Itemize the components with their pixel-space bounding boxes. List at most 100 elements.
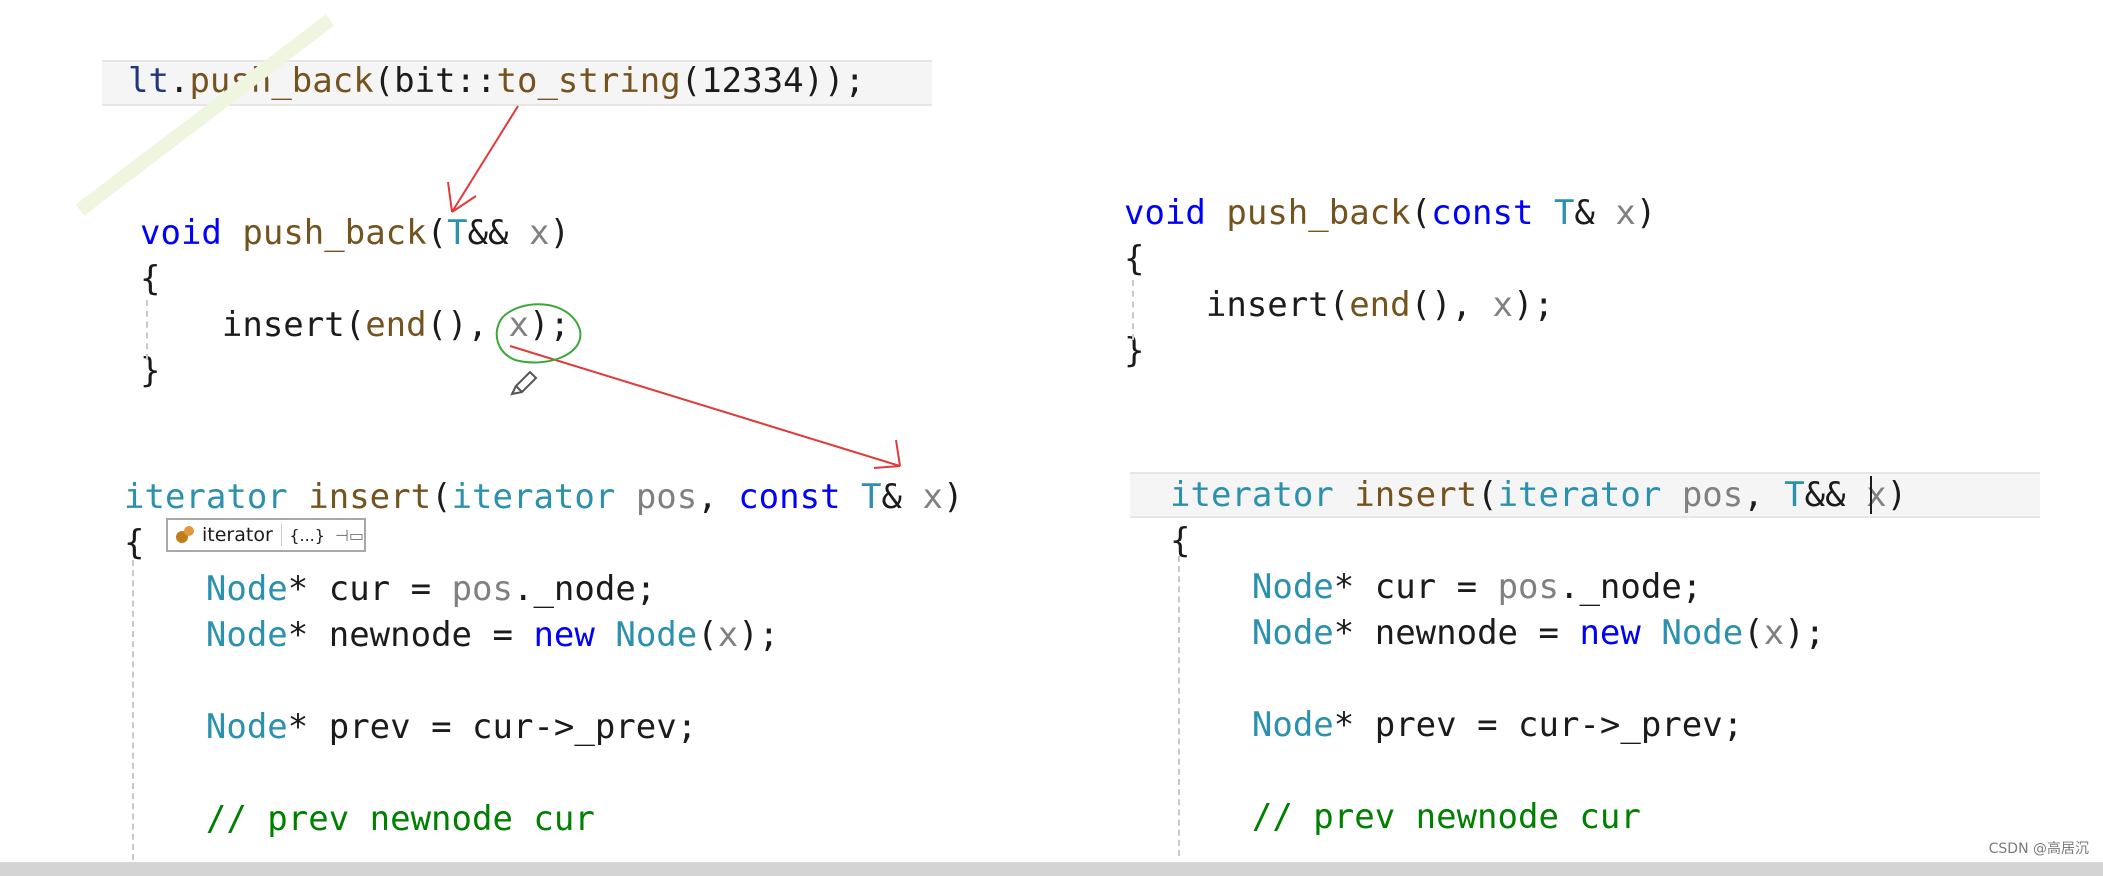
right-push-back-block[interactable]: void push_back(const T& x){ insert(end()… bbox=[1124, 190, 1656, 374]
tooltip-separator bbox=[280, 524, 282, 546]
current-line-highlight-right-insert bbox=[1130, 472, 2040, 518]
code-token: (bit:: bbox=[373, 61, 497, 101]
code-token: x bbox=[529, 213, 550, 253]
code-token: x bbox=[717, 615, 739, 655]
code-line[interactable]: Node* cur = pos._node; bbox=[124, 566, 963, 612]
code-token: insert bbox=[308, 477, 432, 517]
code-token: * bbox=[287, 615, 329, 655]
code-line[interactable]: { bbox=[1170, 518, 1907, 564]
code-token: ) bbox=[549, 213, 570, 253]
code-line[interactable]: insert(end(), x); bbox=[1124, 282, 1656, 328]
code-token: insert bbox=[1354, 475, 1478, 515]
code-token: pos bbox=[1681, 475, 1744, 515]
left-insert-indent-guide bbox=[132, 560, 134, 860]
code-token: (), bbox=[1410, 285, 1493, 325]
code-token: pos bbox=[1497, 567, 1559, 607]
code-line[interactable]: Node* newnode = new Node(x); bbox=[124, 612, 963, 658]
code-token: x bbox=[922, 477, 943, 517]
code-line[interactable]: { bbox=[140, 256, 570, 302]
code-line[interactable]: Node* prev = cur->_prev; bbox=[124, 704, 963, 750]
code-token: Node bbox=[205, 569, 288, 609]
code-token: ( bbox=[1410, 193, 1432, 233]
code-token: ) bbox=[1635, 193, 1657, 233]
code-line[interactable]: } bbox=[1124, 328, 1656, 374]
code-line[interactable]: // prev newnode cur bbox=[124, 796, 963, 842]
code-token: const bbox=[1431, 193, 1534, 233]
code-token: iterator bbox=[1170, 475, 1334, 515]
tooltip-label: iterator bbox=[202, 524, 273, 546]
code-token: new bbox=[533, 615, 595, 655]
code-line[interactable]: iterator insert(iterator pos, T&& x) bbox=[1170, 472, 1907, 518]
code-token: ( bbox=[1477, 475, 1498, 515]
code-token: * bbox=[1333, 613, 1375, 653]
code-line[interactable]: Node* cur = pos._node; bbox=[1170, 564, 1907, 610]
code-token: x bbox=[1615, 193, 1636, 233]
code-token: iterator bbox=[1497, 475, 1662, 515]
bottom-scrollbar-track[interactable] bbox=[0, 862, 2103, 876]
left-insert-block[interactable]: iterator insert(iterator pos, const T& x… bbox=[124, 474, 963, 842]
left-push-back-indent-guide bbox=[146, 300, 148, 360]
pin-icon[interactable]: ⊣▭ bbox=[334, 525, 364, 545]
code-line[interactable]: } bbox=[140, 348, 570, 394]
code-token: ) bbox=[1886, 475, 1908, 515]
code-token: } bbox=[140, 351, 161, 391]
code-token: . bbox=[168, 61, 190, 101]
code-token: push_back bbox=[189, 61, 374, 101]
code-token: * bbox=[287, 569, 329, 609]
code-line[interactable]: Node* newnode = new Node(x); bbox=[1170, 610, 1907, 656]
code-token: // prev newnode cur bbox=[205, 799, 595, 839]
code-token: (12334)); bbox=[680, 61, 865, 101]
code-token: prev = cur->_prev; bbox=[328, 707, 698, 747]
right-insert-block[interactable]: iterator insert(iterator pos, T&& x){ No… bbox=[1170, 472, 1907, 840]
code-token: { bbox=[1124, 239, 1145, 279]
code-token: ); bbox=[1512, 285, 1554, 325]
code-token: ); bbox=[738, 615, 780, 655]
code-token: ( bbox=[1743, 613, 1764, 653]
code-token: Node bbox=[205, 615, 288, 655]
code-token: T bbox=[1553, 193, 1575, 233]
code-token: pos bbox=[451, 569, 513, 609]
text-caret bbox=[1870, 476, 1872, 514]
right-insert-indent-guide bbox=[1178, 556, 1180, 856]
code-token: Node bbox=[1251, 567, 1334, 607]
code-token: iterator bbox=[451, 477, 616, 517]
code-token: & bbox=[881, 477, 923, 517]
quickinfo-tooltip[interactable]: iterator {...} ⊣▭ bbox=[166, 518, 366, 552]
code-token: Node bbox=[205, 707, 288, 747]
code-line[interactable]: void push_back(T&& x) bbox=[140, 210, 570, 256]
code-token: && bbox=[467, 213, 529, 253]
code-line[interactable]: iterator insert(iterator pos, const T& x… bbox=[124, 474, 963, 520]
code-token: ._node; bbox=[1558, 567, 1703, 607]
code-token: to_string bbox=[496, 61, 681, 101]
code-token: (), bbox=[426, 305, 509, 345]
code-token: * bbox=[287, 707, 329, 747]
tooltip-value: {...} bbox=[289, 525, 325, 545]
code-line[interactable]: { bbox=[124, 520, 963, 566]
csdn-watermark: CSDN @高居沉 bbox=[1988, 841, 2089, 857]
code-line[interactable]: { bbox=[1124, 236, 1656, 282]
pen-cursor-icon bbox=[510, 370, 538, 396]
code-token: ( bbox=[431, 477, 452, 517]
left-push-back-block[interactable]: void push_back(T&& x){ insert(end(), x);… bbox=[140, 210, 570, 394]
code-token: iterator bbox=[124, 477, 288, 517]
code-token: { bbox=[140, 259, 161, 299]
code-line[interactable]: // prev newnode cur bbox=[1170, 794, 1907, 840]
code-token: & bbox=[1574, 193, 1616, 233]
code-token: lt bbox=[128, 61, 169, 101]
code-token: ( bbox=[426, 213, 448, 253]
code-line[interactable]: insert(end(), x); bbox=[140, 302, 570, 348]
code-token: end bbox=[1349, 285, 1411, 325]
code-token: , bbox=[1743, 475, 1785, 515]
code-token: Node bbox=[615, 615, 698, 655]
code-token: cur = bbox=[328, 569, 452, 609]
code-token: void bbox=[1124, 193, 1206, 233]
code-token: cur = bbox=[1374, 567, 1498, 607]
code-line[interactable]: void push_back(const T& x) bbox=[1124, 190, 1656, 236]
code-token: { bbox=[1170, 521, 1191, 561]
top-call-line[interactable]: lt.push_back(bit::to_string(12334)); bbox=[128, 58, 865, 104]
code-token: void bbox=[140, 213, 222, 253]
code-token: * bbox=[1333, 567, 1375, 607]
code-line[interactable]: Node* prev = cur->_prev; bbox=[1170, 702, 1907, 748]
code-token: insert( bbox=[1205, 285, 1350, 325]
